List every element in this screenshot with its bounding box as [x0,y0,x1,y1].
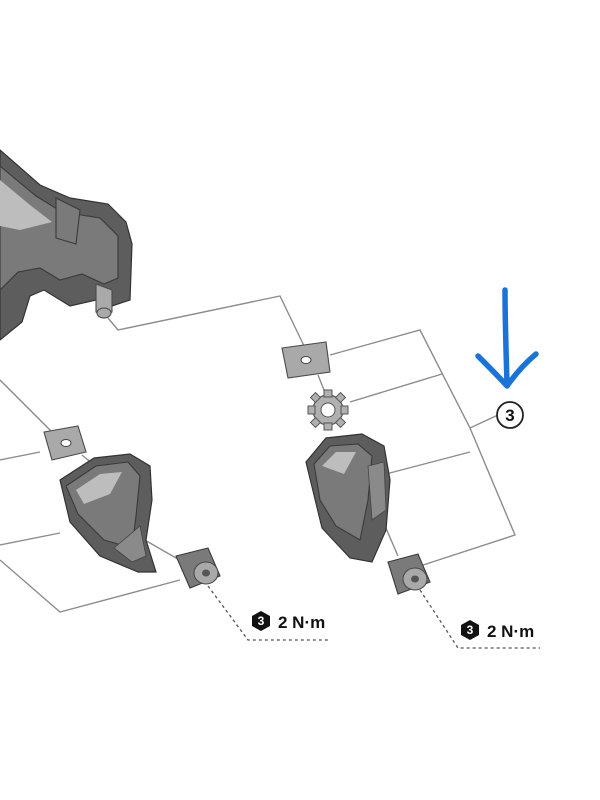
callout-number: 3 [505,406,514,425]
lock-washer [307,389,349,431]
right-cover-highlight [322,452,356,474]
annotation-arrow-shaft [502,287,510,387]
bracket-assembly [0,149,133,341]
leader-line-right-gear [349,373,443,403]
bracket-tab [55,197,81,245]
left-plate-hole [60,439,72,447]
torque-label-left: 3 2 N·m [252,611,325,632]
right-cover-slot [367,461,387,521]
right-plate-hole [300,356,312,364]
torque-label-right: 3 2 N·m [461,620,534,641]
left-cover-highlight [76,472,122,504]
torque-leader-left [207,585,330,641]
callout-label: 3 [496,401,524,429]
leader-line-left-1 [0,451,41,461]
leader-line-right-bolt [419,427,516,567]
torque-tool-number: 3 [258,614,265,628]
circled-number-icon [496,401,524,429]
torque-value: 2 N·m [487,622,534,641]
leader-line-pin [107,295,307,351]
hex-key-icon [461,620,479,640]
left-cover-face [65,461,141,549]
leader-line-right-plate [329,329,499,429]
hex-key-icon [252,611,270,631]
leader-line-right-cover [385,451,471,475]
down-arrow-icon [475,287,539,389]
leader-line-left-plate [0,379,61,441]
annotation-arrow-head [475,351,539,389]
leader-line-left-2 [0,532,61,546]
torque-tool-number: 3 [467,623,474,637]
left-bolt-socket [202,569,210,577]
torque-value: 2 N·m [278,613,325,632]
bracket-highlight [0,180,52,230]
left-cover-grip [113,525,147,563]
left-part-group [43,425,221,589]
leader-line-left-3 [0,559,181,613]
bracket-pin-tip [96,307,112,319]
right-part-group [281,341,431,595]
right-bolt-socket [411,575,419,583]
